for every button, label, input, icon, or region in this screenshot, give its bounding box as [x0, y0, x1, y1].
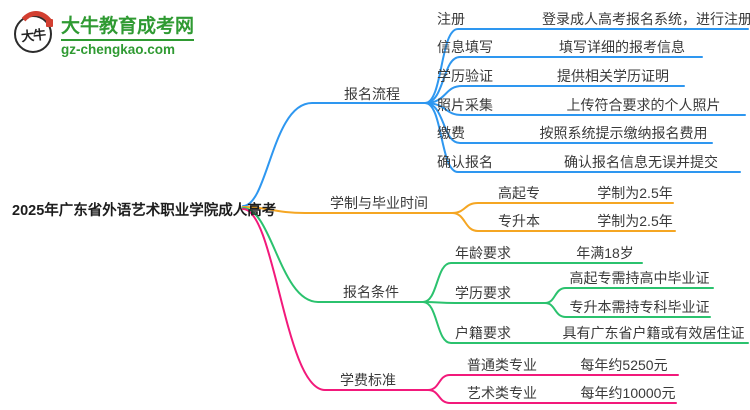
branch-lines-signup-flow [242, 28, 749, 207]
node-payment: 缴费 [437, 125, 465, 141]
branch-tuition: 学费标准 [340, 372, 396, 388]
logo-bull-icon: 大牛 [14, 11, 57, 53]
detail-fill-info: 填写详细的报考信息 [559, 39, 685, 55]
detail-residence-requirement: 具有广东省户籍或有效居住证 [562, 325, 745, 341]
root-topic: 2025年广东省外语艺术职业学院成人高考 [12, 203, 277, 219]
detail-photo-capture: 上传符合要求的个人照片 [566, 97, 721, 113]
detail-art-majors-fee: 每年约10000元 [580, 385, 676, 401]
node-gaoqizhuan: 高起专 [498, 185, 540, 201]
logo-red-arc [15, 11, 57, 37]
branch-lines-duration [242, 202, 676, 232]
detail-edu-verify: 提供相关学历证明 [557, 68, 669, 84]
detail-edu-req-gaoqizhuan: 高起专需持高中毕业证 [569, 270, 710, 286]
site-url: gz-chengkao.com [61, 39, 195, 58]
node-fill-info: 信息填写 [437, 39, 493, 55]
detail-zhuanshengben: 学制为2.5年 [597, 213, 673, 229]
detail-gaoqizhuan: 学制为2.5年 [597, 185, 673, 201]
site-logo[interactable]: 大牛 大牛教育成考网 gz-chengkao.com [14, 10, 195, 58]
detail-confirm-signup: 确认报名信息无误并提交 [564, 154, 718, 170]
node-edu-requirement: 学历要求 [455, 285, 511, 301]
detail-register: 登录成人高考报名系统，进行注册 [542, 11, 750, 27]
node-general-majors: 普通类专业 [467, 357, 537, 373]
node-zhuanshengben: 专升本 [498, 213, 540, 229]
node-residence-requirement: 户籍要求 [455, 325, 511, 341]
branch-conditions: 报名条件 [343, 284, 399, 300]
node-age-requirement: 年龄要求 [455, 245, 511, 261]
node-photo-capture: 照片采集 [437, 97, 493, 113]
detail-edu-req-zhuanshengben: 专升本需持专科毕业证 [569, 299, 710, 315]
branch-signup-flow: 报名流程 [344, 86, 400, 102]
detail-age-requirement: 年满18岁 [576, 245, 634, 261]
branch-lines-tuition [242, 208, 679, 404]
node-art-majors: 艺术类专业 [467, 385, 537, 401]
site-name: 大牛教育成考网 [61, 16, 195, 37]
node-confirm-signup: 确认报名 [437, 154, 493, 170]
branch-duration: 学制与毕业时间 [330, 195, 428, 211]
logo-red-seal-icon [46, 19, 53, 27]
detail-payment: 按照系统提示缴纳报名费用 [539, 125, 708, 141]
node-register: 注册 [437, 11, 465, 27]
branch-lines-conditions [242, 207, 749, 344]
node-edu-verify: 学历验证 [437, 68, 493, 84]
detail-general-majors-fee: 每年约5250元 [580, 357, 668, 373]
